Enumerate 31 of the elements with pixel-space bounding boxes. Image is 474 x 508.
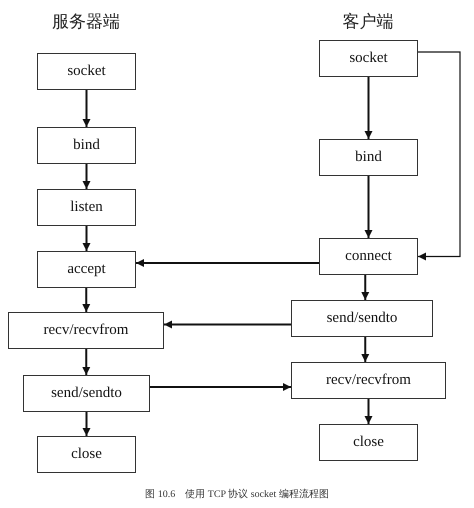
arrow (364, 77, 372, 139)
arrow (361, 337, 370, 362)
arrow (418, 51, 461, 260)
arrow (361, 275, 370, 300)
process-box: connect (319, 238, 418, 275)
arrow (136, 259, 319, 267)
arrow (364, 176, 372, 238)
process-box: recv/recvfrom (8, 312, 164, 349)
process-box: close (319, 424, 418, 461)
arrow (82, 349, 90, 375)
column-heading: 服务器端 (52, 11, 120, 33)
column-heading: 客户端 (342, 11, 394, 33)
arrow (82, 90, 90, 127)
process-box: bind (319, 139, 418, 176)
process-box: socket (37, 53, 136, 90)
arrow (82, 226, 90, 251)
process-box: bind (37, 127, 136, 164)
process-box: accept (37, 251, 136, 288)
process-box: close (37, 436, 136, 473)
arrow (82, 164, 90, 189)
process-box: socket (319, 40, 418, 77)
arrow (364, 399, 372, 424)
arrow (150, 383, 291, 391)
process-box: send/sendto (291, 300, 433, 337)
figure-caption: 图 10.6 使用 TCP 协议 socket 编程流程图 (145, 488, 329, 501)
arrow (82, 412, 90, 436)
process-box: listen (37, 189, 136, 226)
arrow (82, 288, 90, 312)
process-box: send/sendto (23, 375, 150, 412)
arrow (164, 320, 291, 328)
process-box: recv/recvfrom (291, 362, 446, 399)
